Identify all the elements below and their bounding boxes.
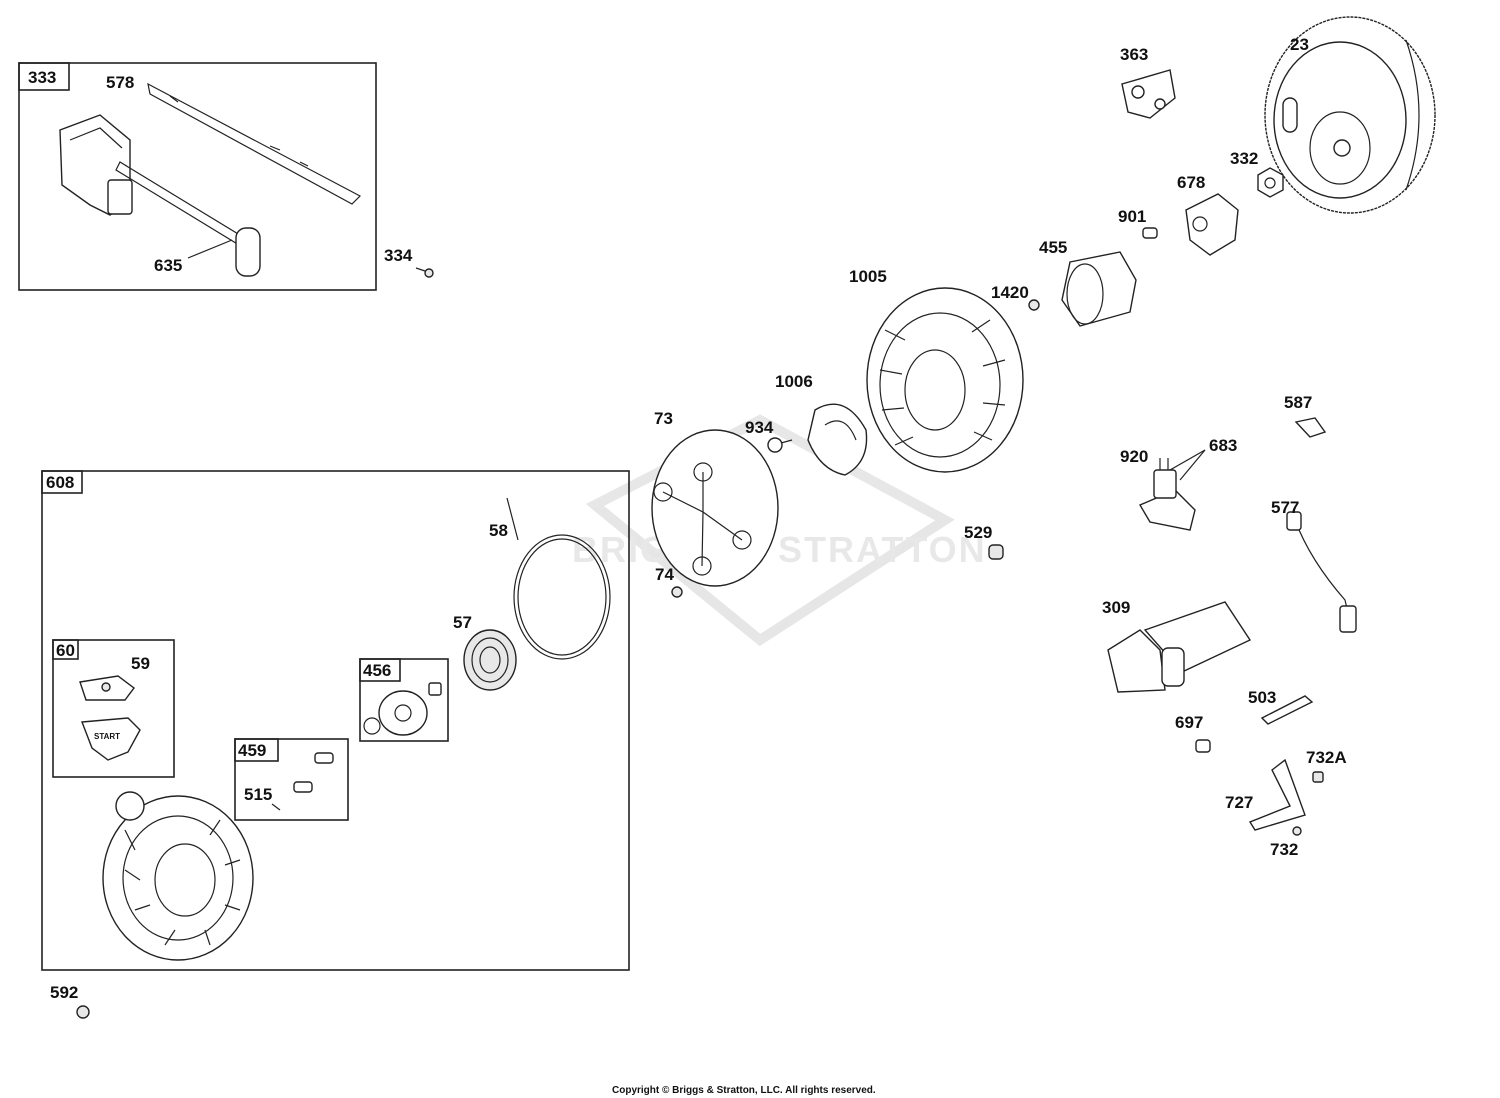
leader-683: [1169, 449, 1206, 481]
screw-934: [767, 437, 793, 453]
pawls-459: [271, 752, 334, 811]
lead-577: [1286, 511, 1357, 633]
part-label-678[interactable]: 678: [1177, 173, 1205, 192]
group-box-608: 608: [41, 470, 630, 971]
part-label-920[interactable]: 920: [1120, 447, 1148, 466]
screw-732A: [1312, 771, 1324, 783]
part-label-1006[interactable]: 1006: [775, 372, 813, 391]
part-label-732[interactable]: 732: [1270, 840, 1298, 859]
part-label-1420[interactable]: 1420: [991, 283, 1029, 302]
part-label-73[interactable]: 73: [654, 409, 673, 428]
handle-start-text: START: [94, 732, 120, 741]
flywheel-23: [1264, 16, 1436, 214]
part-label-363[interactable]: 363: [1120, 45, 1148, 64]
part-label-901[interactable]: 901: [1118, 207, 1146, 226]
part-label-727[interactable]: 727: [1225, 793, 1253, 812]
nut-592: [76, 1005, 90, 1019]
part-label-577[interactable]: 577: [1271, 498, 1299, 517]
group-box-456: 456: [359, 658, 449, 742]
spring-58: [506, 497, 611, 660]
strip-503: [1260, 695, 1314, 725]
spring-57: [463, 629, 517, 691]
part-label-592[interactable]: 592: [50, 983, 78, 1002]
group-box-459: 459: [234, 738, 349, 821]
part-label-503[interactable]: 503: [1248, 688, 1276, 707]
screw-334: [415, 267, 434, 278]
clip-587: [1294, 417, 1327, 438]
group-label-608[interactable]: 608: [46, 473, 74, 492]
part-label-515[interactable]: 515: [244, 785, 272, 804]
starter-motor-309: [1107, 601, 1252, 693]
part-label-697[interactable]: 697: [1175, 713, 1203, 732]
coil-920: [1138, 458, 1196, 531]
fan-1005: [866, 287, 1024, 473]
part-label-23[interactable]: 23: [1290, 35, 1309, 54]
group-label-60[interactable]: 60: [56, 641, 75, 660]
screw-1420: [1028, 299, 1040, 311]
part-label-683[interactable]: 683: [1209, 436, 1237, 455]
bracket-727: [1248, 758, 1306, 831]
group-label-333[interactable]: 333: [28, 68, 56, 87]
part-label-309[interactable]: 309: [1102, 598, 1130, 617]
group-label-459[interactable]: 459: [238, 741, 266, 760]
cover-73: [651, 429, 779, 587]
screw-74: [671, 586, 683, 598]
copyright-text: Copyright © Briggs & Stratton, LLC. All …: [612, 1085, 876, 1096]
part-label-334[interactable]: 334: [384, 246, 413, 265]
part-label-934[interactable]: 934: [745, 418, 774, 437]
recoil-housing-608: [102, 791, 254, 961]
nut-732: [1292, 826, 1302, 836]
bracket-363: [1121, 69, 1176, 119]
ignition-module-333: [59, 114, 261, 277]
handle-59: START: [79, 675, 141, 761]
part-label-578[interactable]: 578: [106, 73, 134, 92]
part-label-455[interactable]: 455: [1039, 238, 1067, 257]
part-label-59[interactable]: 59: [131, 654, 150, 673]
part-labels: 23 363 332 678 901 455 1420 1005 578 635…: [50, 35, 1347, 1002]
screw-901: [1142, 227, 1158, 239]
group-box-60: 60: [52, 639, 175, 778]
pulley-456: [363, 682, 442, 736]
part-label-74[interactable]: 74: [655, 565, 674, 584]
part-label-57[interactable]: 57: [453, 613, 472, 632]
part-label-58[interactable]: 58: [489, 521, 508, 540]
hub-678: [1185, 193, 1239, 256]
group-label-456[interactable]: 456: [363, 661, 391, 680]
grommet-529: [988, 544, 1004, 560]
part-label-529[interactable]: 529: [964, 523, 992, 542]
part-label-587[interactable]: 587: [1284, 393, 1312, 412]
group-box-333: 333: [18, 62, 377, 291]
part-label-732A[interactable]: 732A: [1306, 748, 1347, 767]
wire-harness-578: [147, 82, 361, 205]
part-label-332[interactable]: 332: [1230, 149, 1258, 168]
bolt-697: [1195, 739, 1211, 753]
sleeve-455: [1061, 251, 1137, 327]
part-label-1005[interactable]: 1005: [849, 267, 887, 286]
ring-1006: [807, 403, 868, 476]
part-label-635[interactable]: 635: [154, 256, 182, 275]
watermark-text: BRIGGS & STRATTON: [572, 529, 987, 570]
nut-332: [1257, 167, 1284, 198]
